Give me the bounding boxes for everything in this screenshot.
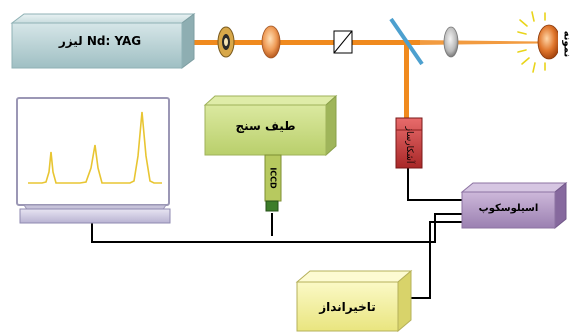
sample-label: نمونه — [561, 30, 573, 58]
polarizer-cube — [333, 30, 353, 54]
sample — [517, 11, 575, 73]
cable-detector-to-oscilloscope — [407, 168, 462, 201]
spectrum-plot — [28, 111, 162, 184]
computer-monitor — [16, 97, 171, 224]
oscilloscope-label: اسیلوسکوپ — [478, 203, 539, 214]
oscilloscope — [460, 181, 568, 230]
beam-splitter-mirror — [389, 17, 424, 66]
cable-delay-to-oscilloscope — [411, 221, 462, 299]
focusing-lens — [261, 25, 281, 59]
plasma-sparks — [517, 11, 546, 73]
cables — [91, 168, 462, 299]
ring-lens — [217, 26, 235, 58]
spectrometer — [203, 94, 338, 157]
delay-generator — [295, 269, 413, 333]
spectrometer-label: طیف سنج — [235, 119, 296, 133]
collecting-lens — [443, 26, 459, 58]
iccd-camera — [264, 154, 282, 212]
laser-nd-yag — [10, 13, 196, 69]
detector-label: آشکارساز — [404, 126, 414, 164]
iccd-label: ICCD — [268, 167, 278, 189]
laser-label: Nd: YAG لیزر — [58, 34, 142, 48]
delay-label: تاخیرانداز — [319, 300, 376, 314]
cable-computer-to-oscilloscope — [91, 213, 462, 243]
detector — [395, 117, 423, 169]
